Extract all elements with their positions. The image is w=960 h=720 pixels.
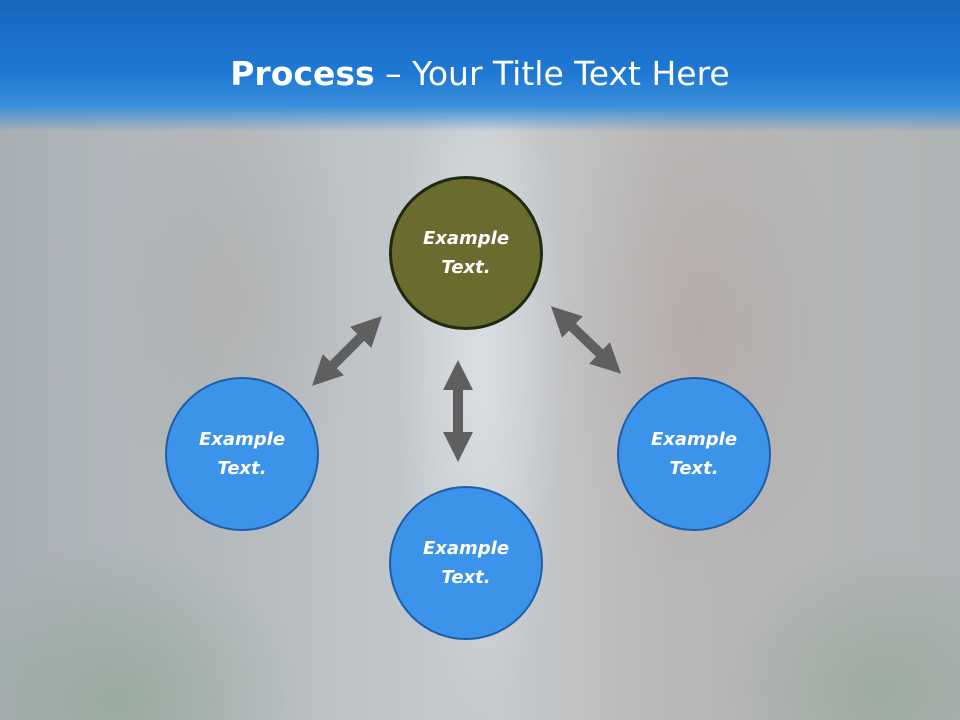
arrow-top-left — [312, 316, 382, 386]
arrow-top-right — [550, 306, 622, 374]
title-bold: Process — [230, 54, 375, 93]
process-node-bottom[interactable]: Example Text. — [389, 486, 543, 640]
node-label: Example Text. — [422, 228, 510, 278]
node-label: Example Text. — [650, 429, 738, 479]
process-node-right[interactable]: Example Text. — [617, 377, 771, 531]
slide-title[interactable]: Process – Your Title Text Here — [0, 52, 960, 96]
process-node-top[interactable]: Example Text. — [389, 176, 543, 330]
title-text: – Your Title Text Here — [374, 54, 730, 93]
node-label: Example Text. — [198, 429, 286, 479]
title-bar — [0, 0, 960, 132]
process-node-left[interactable]: Example Text. — [165, 377, 319, 531]
node-label: Example Text. — [422, 538, 510, 588]
